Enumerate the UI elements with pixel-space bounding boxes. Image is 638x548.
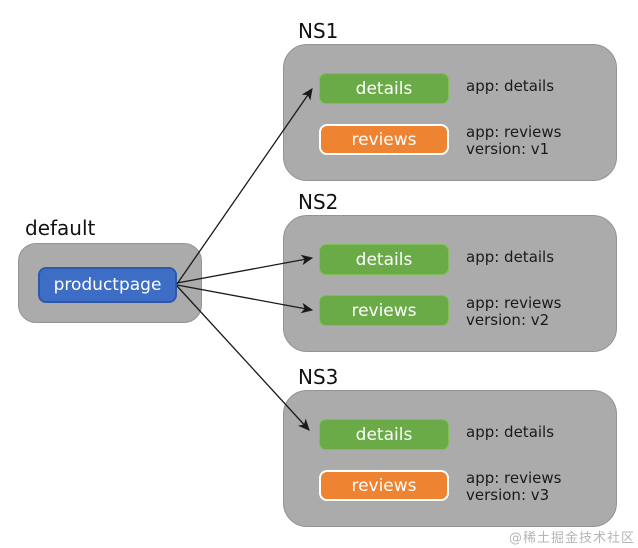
- annotation-line: version: v3: [466, 486, 550, 504]
- service-label: details: [355, 249, 413, 270]
- service-annotation-ns3-reviews: app: reviews version: v3: [466, 470, 561, 504]
- service-box-ns1-reviews: reviews: [319, 124, 449, 155]
- service-label-productpage: productpage: [53, 275, 162, 295]
- annotation-line: app: details: [466, 423, 555, 441]
- service-annotation-ns2-details: app: details: [466, 249, 554, 266]
- annotation-line: app: details: [466, 77, 555, 95]
- annotation-line: app: reviews: [466, 469, 562, 487]
- service-box-productpage: productpage: [38, 267, 177, 303]
- service-box-ns2-details: details: [319, 244, 449, 275]
- service-annotation-ns3-details: app: details: [466, 424, 554, 441]
- service-box-ns3-reviews: reviews: [319, 470, 449, 501]
- annotation-line: app: reviews: [466, 294, 562, 312]
- annotation-line: app: reviews: [466, 123, 562, 141]
- service-label: reviews: [351, 129, 417, 150]
- service-box-ns1-details: details: [319, 73, 449, 104]
- annotation-line: app: details: [466, 248, 555, 266]
- service-label: details: [355, 424, 413, 445]
- namespace-card-ns2: details app: details reviews app: review…: [283, 215, 617, 352]
- service-annotation-ns2-reviews: app: reviews version: v2: [466, 295, 561, 329]
- service-box-ns3-details: details: [319, 419, 449, 450]
- service-label: reviews: [351, 475, 417, 496]
- service-label: details: [355, 78, 413, 99]
- watermark: @稀土掘金技术社区: [508, 531, 635, 546]
- service-annotation-ns1-reviews: app: reviews version: v1: [466, 124, 561, 158]
- service-label: reviews: [351, 300, 417, 321]
- namespace-card-default: productpage: [18, 243, 202, 323]
- namespace-label-ns2: NS2: [298, 190, 339, 214]
- namespace-label-ns3: NS3: [298, 365, 339, 389]
- annotation-line: version: v2: [466, 311, 550, 329]
- namespace-label-ns1: NS1: [298, 19, 339, 43]
- service-box-ns2-reviews: reviews: [319, 295, 449, 326]
- namespace-card-ns3: details app: details reviews app: review…: [283, 390, 617, 527]
- namespace-card-ns1: details app: details reviews app: review…: [283, 44, 617, 181]
- service-annotation-ns1-details: app: details: [466, 78, 554, 95]
- annotation-line: version: v1: [466, 140, 550, 158]
- namespace-label-default: default: [25, 216, 96, 240]
